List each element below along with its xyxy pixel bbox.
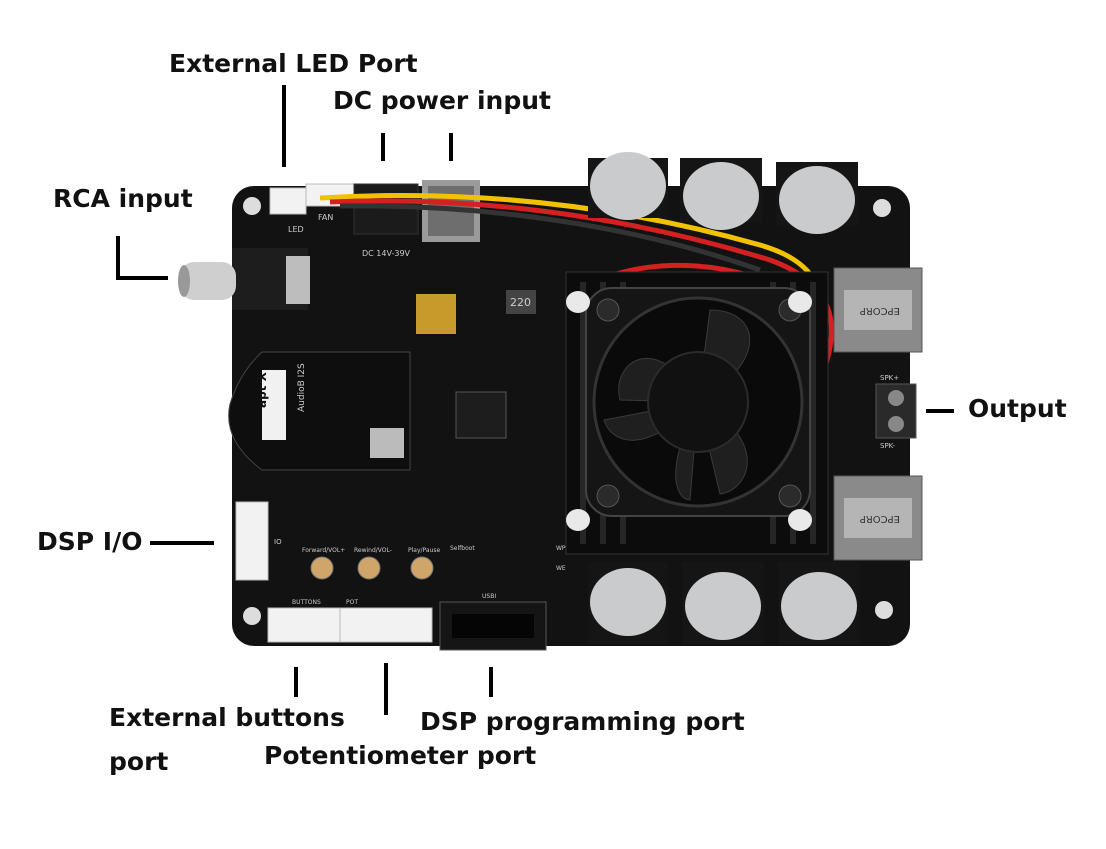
label-dsp-programming-port: DSP programming port (420, 707, 745, 736)
spacer (566, 509, 590, 531)
inductor (833, 475, 923, 561)
capacitor (682, 562, 764, 644)
silk-module-brand: apt X (255, 371, 269, 408)
usbi-connector-inner (452, 614, 534, 638)
spacer (566, 291, 590, 313)
label-dsp-io: DSP I/O (37, 527, 143, 556)
callout-line-rca-h (116, 276, 168, 280)
callout-line-led (282, 85, 286, 167)
silk-module-name: AudioB I2S (297, 363, 307, 412)
callout-line-dc-2 (449, 133, 453, 161)
silk-btn-play: Play/Pause (408, 547, 440, 554)
label-dc-power-input: DC power input (333, 86, 551, 115)
callout-line-dsp-prog (489, 667, 493, 697)
mounting-hole (243, 197, 261, 215)
callout-line-dc-1 (381, 133, 385, 161)
silk-epcorp: EPCORP (860, 513, 900, 524)
cooling-fan-hub (647, 351, 749, 453)
capacitor (778, 562, 860, 644)
silk-inductor: 220 (510, 296, 531, 309)
rca-jack-metal (286, 256, 310, 304)
silk-usbi: USBI (482, 593, 496, 600)
silk-btn-forward: Forward/VOL+ (302, 547, 345, 554)
label-external-buttons-port-line2: port (109, 747, 169, 776)
board-button-play (410, 556, 434, 580)
mounting-hole (873, 199, 891, 217)
silk-io: IO (274, 538, 282, 546)
spacer (788, 291, 812, 313)
silk-selfboot: Selfboot (450, 545, 475, 552)
small-inductor (506, 290, 536, 314)
silk-epcorp: EPCORP (860, 305, 900, 316)
silk-we: WE (556, 565, 566, 572)
board-button-rewind (357, 556, 381, 580)
silk-dc-rating: DC 14V-39V (362, 249, 411, 258)
fan-screw (596, 484, 620, 508)
label-external-buttons-port-line1: External buttons (109, 703, 345, 732)
label-potentiometer-port: Potentiometer port (264, 741, 537, 770)
silk-spk-minus: SPK- (880, 442, 896, 450)
mounting-hole (875, 601, 893, 619)
board-button-forward (310, 556, 334, 580)
rca-jack-barrel (180, 262, 236, 300)
label-output: Output (968, 394, 1067, 423)
dip-switch (416, 294, 456, 334)
callout-line-buttons (294, 667, 298, 697)
spacer (788, 509, 812, 531)
fan-screw (596, 298, 620, 322)
silk-fan: FAN (318, 213, 333, 222)
callout-line-output (926, 409, 954, 413)
rca-jack-tip (178, 265, 190, 297)
silk-buttons: BUTTONS (292, 599, 321, 606)
inductor (833, 267, 923, 353)
bluetooth-module (228, 351, 411, 471)
capacitor (588, 562, 668, 644)
led-connector (269, 187, 307, 215)
label-external-led-port: External LED Port (169, 49, 418, 78)
output-screw (888, 390, 904, 406)
callout-line-rca-v (116, 236, 120, 279)
capacitor (680, 158, 762, 230)
mounting-hole (243, 607, 261, 625)
pot-connector (339, 607, 433, 643)
fan-wire-black (339, 203, 761, 273)
silk-wp: WP (556, 545, 566, 552)
callout-line-pot (384, 663, 388, 715)
silk-btn-rewind: Rewind/VOL- (354, 547, 392, 554)
dsp-chip (455, 391, 507, 439)
capacitor (776, 162, 858, 234)
capacitor (588, 152, 668, 220)
fan-screw (778, 484, 802, 508)
output-screw (888, 416, 904, 432)
callout-line-dsp-io (150, 541, 214, 545)
dsp-io-connector (235, 501, 269, 581)
buttons-connector (267, 607, 341, 643)
label-rca-input: RCA input (53, 184, 193, 213)
silk-pot: POT (346, 599, 358, 606)
silk-spk-plus: SPK+ (880, 374, 899, 382)
silk-led: LED (288, 225, 304, 234)
fan-wire-red (329, 198, 835, 381)
